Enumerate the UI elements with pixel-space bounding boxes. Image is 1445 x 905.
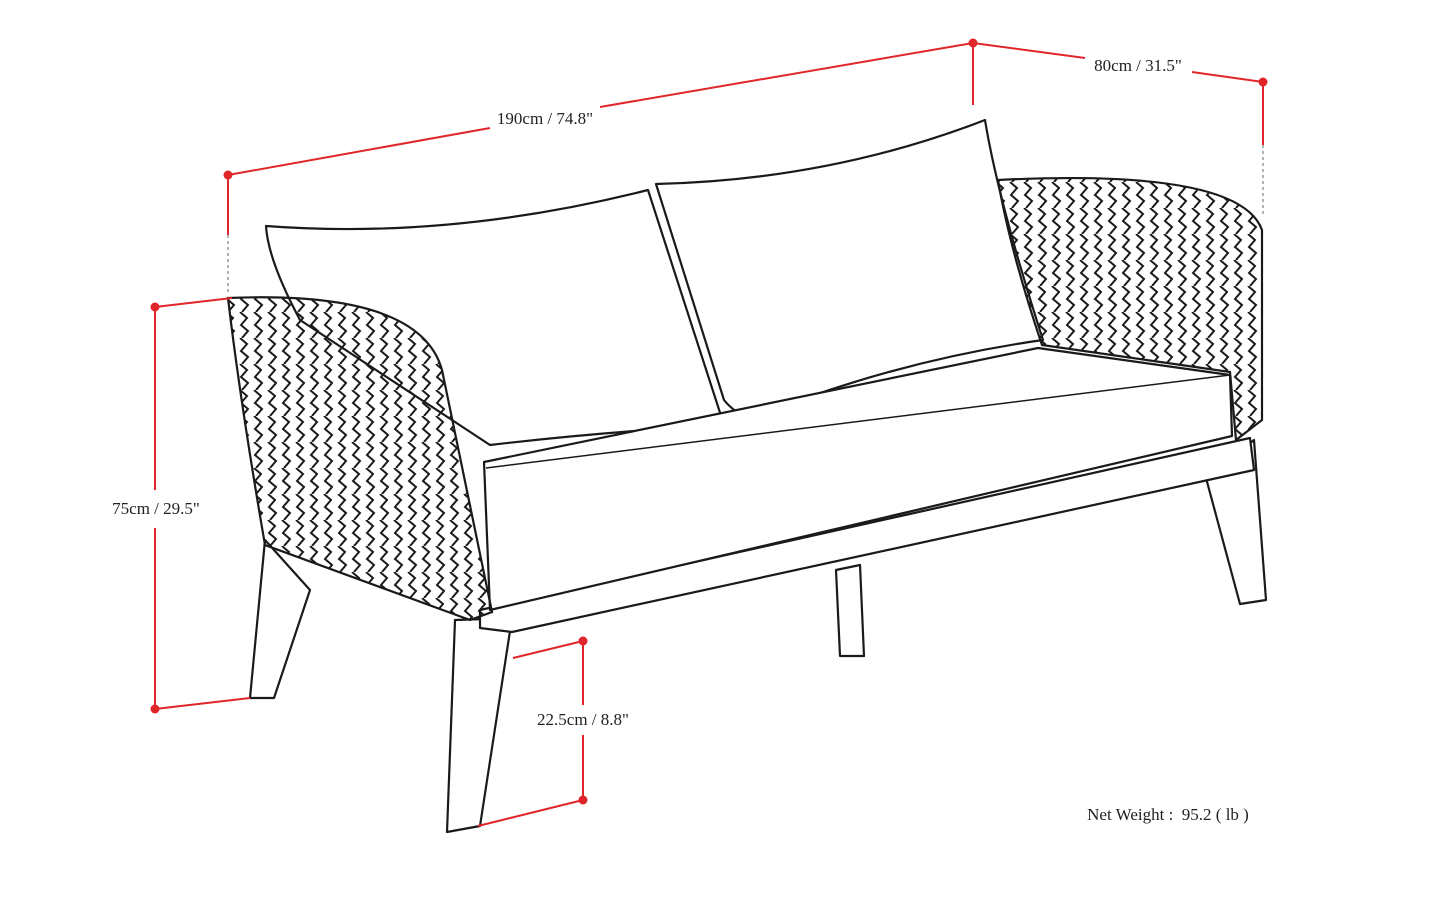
middle-back-leg: [834, 563, 866, 658]
back-left-leg: [248, 538, 312, 700]
height-label: 75cm / 29.5": [110, 499, 202, 519]
width-label: 190cm / 74.8": [494, 109, 596, 129]
width-dimension-line: [223, 38, 978, 295]
front-left-leg: [445, 616, 514, 834]
height-dimension-line: [150, 297, 251, 714]
leg-height-label: 22.5cm / 8.8": [535, 710, 631, 730]
right-arm: [996, 176, 1264, 443]
left-arm: [226, 296, 494, 622]
depth-label: 80cm / 31.5": [1092, 56, 1184, 76]
seat-cushion: [482, 346, 1234, 612]
frame-rail: [478, 436, 1256, 634]
depth-dimension-line: [972, 42, 1268, 215]
net-weight-label: Net Weight : 95.2 ( lb ): [1085, 805, 1251, 825]
leg-height-dimension-line: [477, 636, 588, 827]
